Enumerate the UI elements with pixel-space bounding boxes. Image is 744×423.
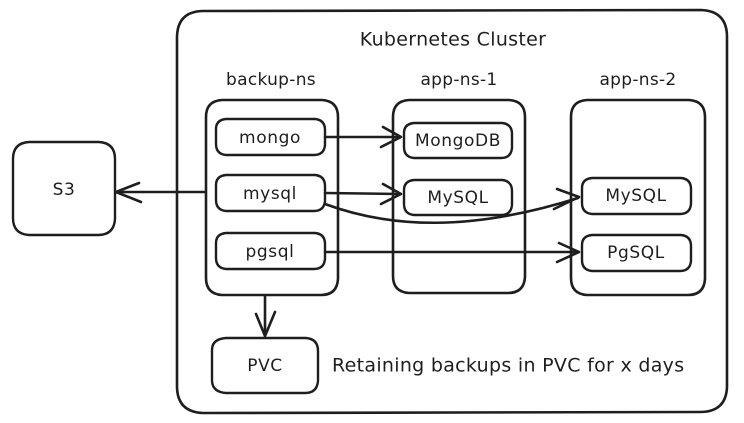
retention-note: Retaining backups in PVC for x days [332,355,684,377]
edges-layer [114,125,581,338]
kubernetes-cluster-boundary [175,8,729,415]
arrowhead-icon [114,181,143,204]
mongo-node[interactable]: mongo [214,117,327,157]
arrowhead-icon [552,187,581,211]
edge-mysql-to-app1-mysql [323,182,403,206]
app2-pgsql-node[interactable]: PgSQL [580,233,693,273]
app2-pgsql-node-label: PgSQL [607,243,665,263]
backup-ns-boundary [204,98,340,297]
app-ns-2-group-label: app-ns-2 [599,70,676,90]
pgsql-node[interactable]: pgsql [214,231,327,271]
arrowhead-icon [555,241,581,264]
app1-mysql-node[interactable]: MySQL [402,178,514,217]
app-ns-1-group-label: app-ns-1 [420,70,497,90]
app2-pgsql-node-rect [580,233,693,273]
edge-pgsql-to-app2-pgsql [323,241,581,264]
app2-mysql-node-label: MySQL [605,186,666,206]
app1-mongodb-node[interactable]: MongoDB [402,121,514,160]
kubernetes-cluster-group: Kubernetes Cluster [175,8,729,415]
app1-mysql-node-label: MySQL [427,188,488,208]
app1-mongodb-node-rect [402,121,514,160]
s3-node[interactable]: S3 [11,140,117,237]
edge-mysql-to-app2-mysql [323,187,581,225]
backup-ns-group: backup-ns mongo mysql pgsql [204,70,340,297]
cluster-title: Kubernetes Cluster [360,29,546,51]
pgsql-node-rect [214,231,327,271]
arrowhead-icon [379,125,403,149]
app1-mysql-node-rect [402,178,514,217]
arrowhead-icon [254,310,277,338]
edge-backup-ns-to-pvc [254,294,277,338]
s3-node-rect [11,140,117,237]
pvc-node[interactable]: PVC [210,336,320,395]
edge-line [323,191,402,196]
app-ns-1-boundary [391,98,527,295]
app2-mysql-node-rect [580,176,693,216]
backup-ns-group-label: backup-ns [226,70,316,90]
app-ns-2-group: app-ns-2 MySQL PgSQL [569,70,707,297]
pgsql-node-label: pgsql [246,242,295,262]
edge-line [323,196,580,225]
app2-mysql-node[interactable]: MySQL [580,176,693,216]
mysql-node[interactable]: mysql [214,173,327,213]
app-ns-2-boundary [569,98,707,297]
mongo-node-rect [214,117,327,157]
mysql-node-label: mysql [243,184,297,204]
arrowhead-icon [379,182,403,206]
pvc-node-rect [210,336,320,395]
mongo-node-label: mongo [239,128,301,148]
app-ns-1-group: app-ns-1 MongoDB MySQL [391,70,527,295]
edge-backup-ns-to-s3 [114,181,206,204]
mysql-node-rect [214,173,327,213]
s3-node-label: S3 [53,180,76,200]
app1-mongodb-node-label: MongoDB [415,131,501,151]
pvc-node-label: PVC [247,356,283,376]
edge-mongo-to-app1-mongodb [323,125,403,149]
